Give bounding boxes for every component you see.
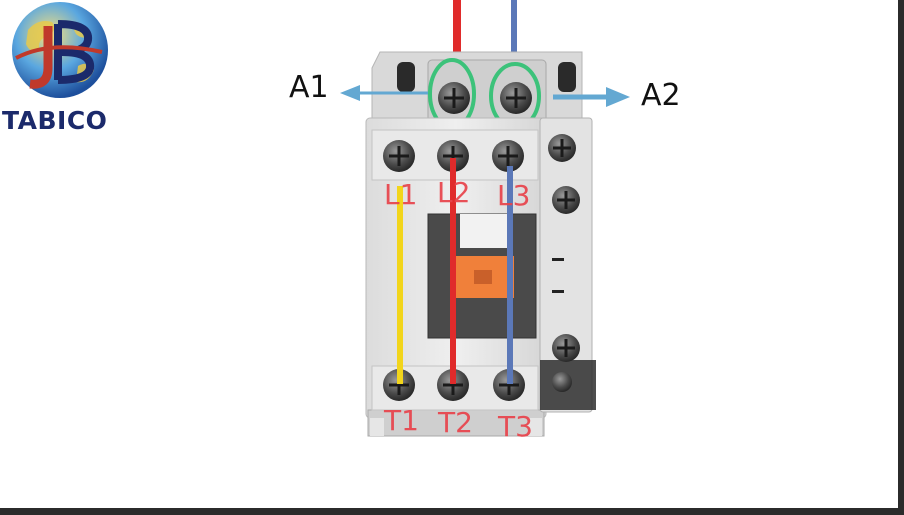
aux-screw-3-slot [557,339,575,357]
l1-label: L1 [384,178,418,211]
t3-label: T3 [498,410,533,443]
logo [12,2,108,98]
a2-arrow-head [606,87,630,107]
a1-screw-slot [444,88,464,108]
a1-label: A1 [289,70,329,105]
l1-screw-slot [389,146,409,166]
coil-wire-red [453,0,461,78]
logo-swoosh [15,45,103,60]
t1-label: T1 [384,404,419,437]
aux-marking-1 [552,258,564,261]
aux-screw-2-slot [557,191,575,209]
l3-label: L3 [497,179,531,212]
aux-marking-2 [552,290,564,293]
actuator-slot [460,214,510,248]
phase-wire-blue [507,166,513,384]
logo-monogram-j [29,26,53,89]
t2-label: T2 [438,406,473,439]
coil-wire-blue [511,0,517,78]
a2-screw-slot [506,88,526,108]
a1-arrow-head [340,85,360,101]
a2-label: A2 [641,78,681,113]
actuator-button-notch [474,270,492,284]
contactor-foot-right [528,418,542,436]
phase-wire-red [450,158,456,384]
contactor-foot-left [370,418,384,436]
aux-contact-block [539,117,593,413]
l3-screw-slot [498,146,518,166]
frame-border-bottom [0,508,904,515]
aux-screw-1-slot [553,139,571,157]
aux-screw-4 [552,372,572,392]
brand-name: TABICO [2,106,108,135]
logo-monogram-b [54,20,95,84]
logo-landmass [26,21,94,83]
coil-mount-right [558,62,576,92]
l2-label: L2 [437,176,471,209]
phase-wire-yellow [397,186,403,384]
coil-mount-left [397,62,415,92]
frame-border-right [898,0,904,515]
